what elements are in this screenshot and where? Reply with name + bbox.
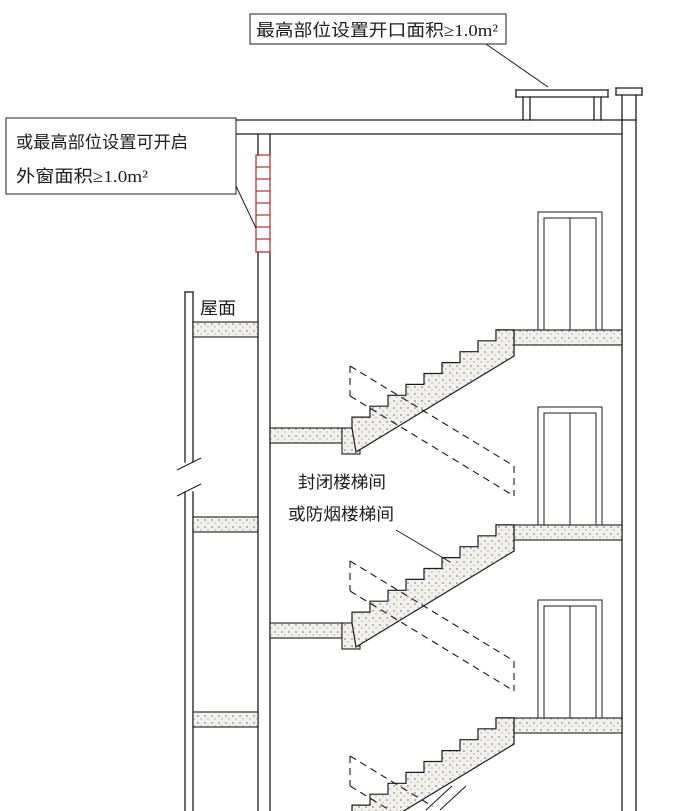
stair-label: 封闭楼梯间 或防烟楼梯间 — [288, 473, 394, 524]
stair-landing-2 — [269, 622, 361, 650]
top-callout: 最高部位设置开口面积≥1.0m² — [249, 13, 507, 45]
top-callout-text: 最高部位设置开口面积≥1.0m² — [256, 21, 498, 40]
left-floor-slab-low — [192, 711, 259, 728]
stair-landing-1 — [269, 427, 361, 455]
left-callout: 或最高部位设置可开启 外窗面积≥1.0m² — [5, 117, 237, 195]
right-floor-slab-1 — [495, 329, 623, 357]
left-callout-leader — [235, 185, 257, 229]
roof-opening-skylight — [515, 89, 609, 121]
top-callout-box — [249, 13, 507, 45]
stair-flight-middle — [351, 524, 515, 648]
left-adjacent-wall — [176, 291, 202, 811]
right-floor-slab-3 — [495, 717, 623, 745]
dashed-return-flight-1 — [349, 365, 515, 497]
right-exterior-wall — [615, 87, 643, 811]
dashed-return-flight-2 — [349, 560, 515, 692]
stair-label-text-line2: 或防烟楼梯间 — [288, 505, 394, 524]
right-floor-slab-2 — [495, 524, 623, 552]
left-callout-text-line2: 外窗面积≥1.0m² — [16, 167, 148, 186]
stair-label-text-line1: 封闭楼梯间 — [298, 473, 386, 492]
left-callout-text-line1: 或最高部位设置可开启 — [16, 133, 188, 152]
stairwell-left-wall — [257, 133, 271, 811]
wall-break-symbol — [176, 457, 202, 497]
stair-flight-top — [351, 329, 515, 453]
left-floor-slab-mid — [192, 516, 259, 533]
stair-flight-bottom — [351, 717, 515, 811]
stair-door-level-2 — [537, 406, 603, 526]
top-callout-leader — [485, 43, 549, 88]
bottom-break-symbol — [425, 785, 467, 811]
stair-door-level-1 — [537, 599, 603, 719]
leader-lines — [235, 43, 549, 563]
stair-label-leader — [395, 529, 451, 563]
roof-label: 屋面 — [200, 299, 236, 318]
roof-slab — [231, 119, 637, 135]
roof-label-text: 屋面 — [200, 299, 236, 318]
left-callout-box — [5, 117, 237, 195]
openable-window-highlight — [255, 154, 271, 253]
stair-door-level-3 — [537, 211, 603, 331]
dashed-return-flight-3 — [349, 755, 442, 811]
left-roof-slab — [192, 321, 259, 338]
